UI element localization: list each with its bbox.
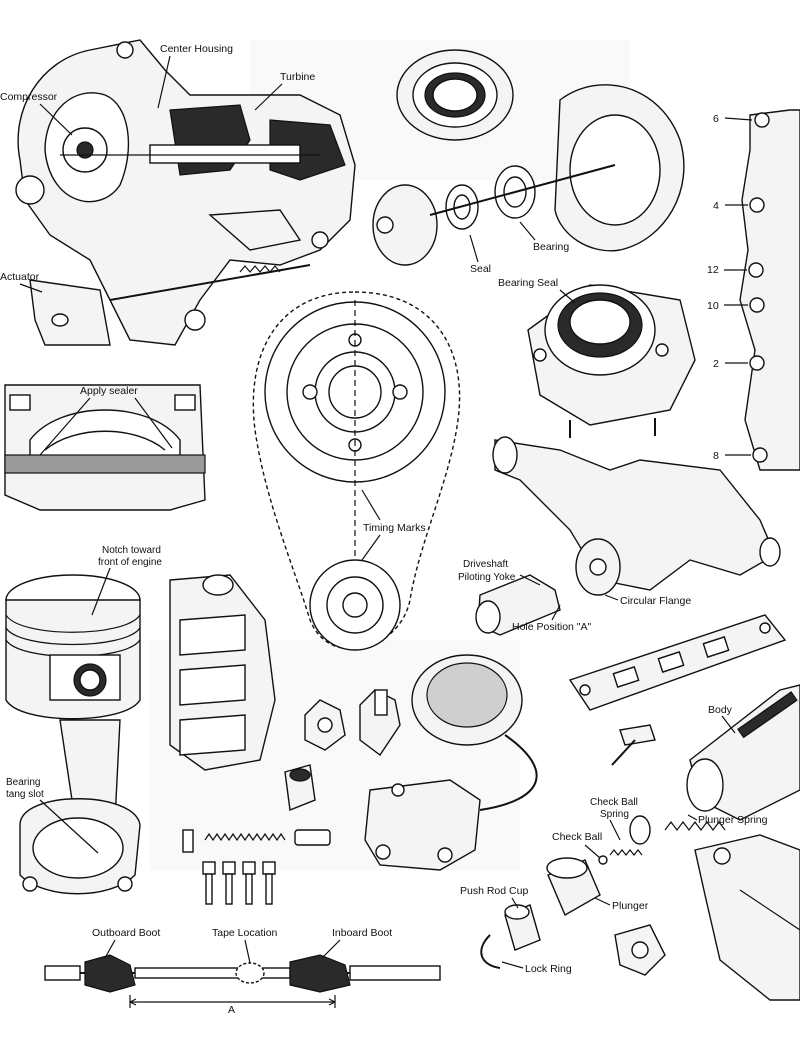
gasket-illustration (568, 614, 787, 711)
bolt-number-4: 4 (713, 200, 719, 212)
label-inboard-boot: Inboard Boot (332, 927, 392, 939)
bolt-number-8: 8 (713, 450, 719, 462)
bolt-number-10: 10 (707, 300, 719, 312)
label-body: Body (708, 704, 733, 716)
label-compressor: Compressor (0, 91, 58, 103)
wheel-bearing-illustration (372, 49, 685, 266)
label-dimension-a: A (228, 1004, 235, 1016)
label-driveshaft-line1: Driveshaft (463, 559, 508, 570)
rocker-arm-illustration (614, 834, 800, 1001)
label-bearing-tang-line1: Bearing (6, 777, 40, 788)
wheel-bearing-callouts: Seal Bearing (469, 221, 569, 275)
label-check-ball-spring-line1: Check Ball (590, 797, 638, 808)
cv-axle-illustration: A Outboard Boot Tape Location Inboard Bo… (44, 927, 441, 1016)
label-center-housing: Center Housing (160, 43, 233, 55)
rear-axle-illustration: Driveshaft Piloting Yoke Circular Flange… (458, 436, 781, 636)
piston-illustration: Notch toward front of engine Bearing tan… (5, 545, 162, 895)
hydraulic-lifter-illustration: Body Check Ball Spring Plunger Spring Ch… (460, 684, 800, 975)
bolt-number-6: 6 (713, 113, 719, 125)
label-plunger-spring: Plunger Spring (698, 814, 768, 826)
label-circular-flange: Circular Flange (620, 595, 691, 607)
bolt-sequence-panel: 6 4 12 10 2 8 (707, 109, 800, 471)
label-plunger: Plunger (612, 900, 649, 912)
label-check-ball: Check Ball (552, 831, 602, 843)
label-turbine: Turbine (280, 71, 315, 83)
turbocharger-illustration (15, 39, 356, 346)
bearing-cap-illustration: Apply sealer (4, 384, 206, 511)
turbocharger-callouts: Center Housing Compressor Turbine Actuat… (0, 43, 315, 293)
bolt-number-12: 12 (707, 264, 719, 276)
label-lock-ring: Lock Ring (525, 963, 572, 975)
hub-bearing-illustration: Bearing Seal (498, 277, 696, 438)
oil-pump-illustration (182, 654, 538, 905)
label-timing-marks: Timing Marks (363, 522, 426, 534)
label-tape-location: Tape Location (212, 927, 278, 939)
label-bearing-seal: Bearing Seal (498, 277, 558, 289)
exhaust-manifold-illustration (169, 574, 276, 771)
label-bearing-tang-line2: tang slot (6, 789, 44, 800)
label-notch-line2: front of engine (98, 557, 162, 568)
label-seal: Seal (470, 263, 491, 275)
label-hole-position-a: Hole Position "A" (512, 621, 592, 633)
label-driveshaft-line2: Piloting Yoke (458, 572, 516, 583)
label-notch-line1: Notch toward (102, 545, 161, 556)
timing-chain-illustration: Timing Marks (252, 291, 461, 651)
label-check-ball-spring-line2: Spring (600, 809, 629, 820)
bolt-set (202, 861, 276, 905)
bolt-number-2: 2 (713, 358, 719, 370)
label-push-rod-cup: Push Rod Cup (460, 885, 528, 897)
label-apply-sealer: Apply sealer (80, 385, 138, 397)
label-bearing: Bearing (533, 241, 569, 253)
label-actuator: Actuator (0, 271, 40, 283)
label-outboard-boot: Outboard Boot (92, 927, 160, 939)
